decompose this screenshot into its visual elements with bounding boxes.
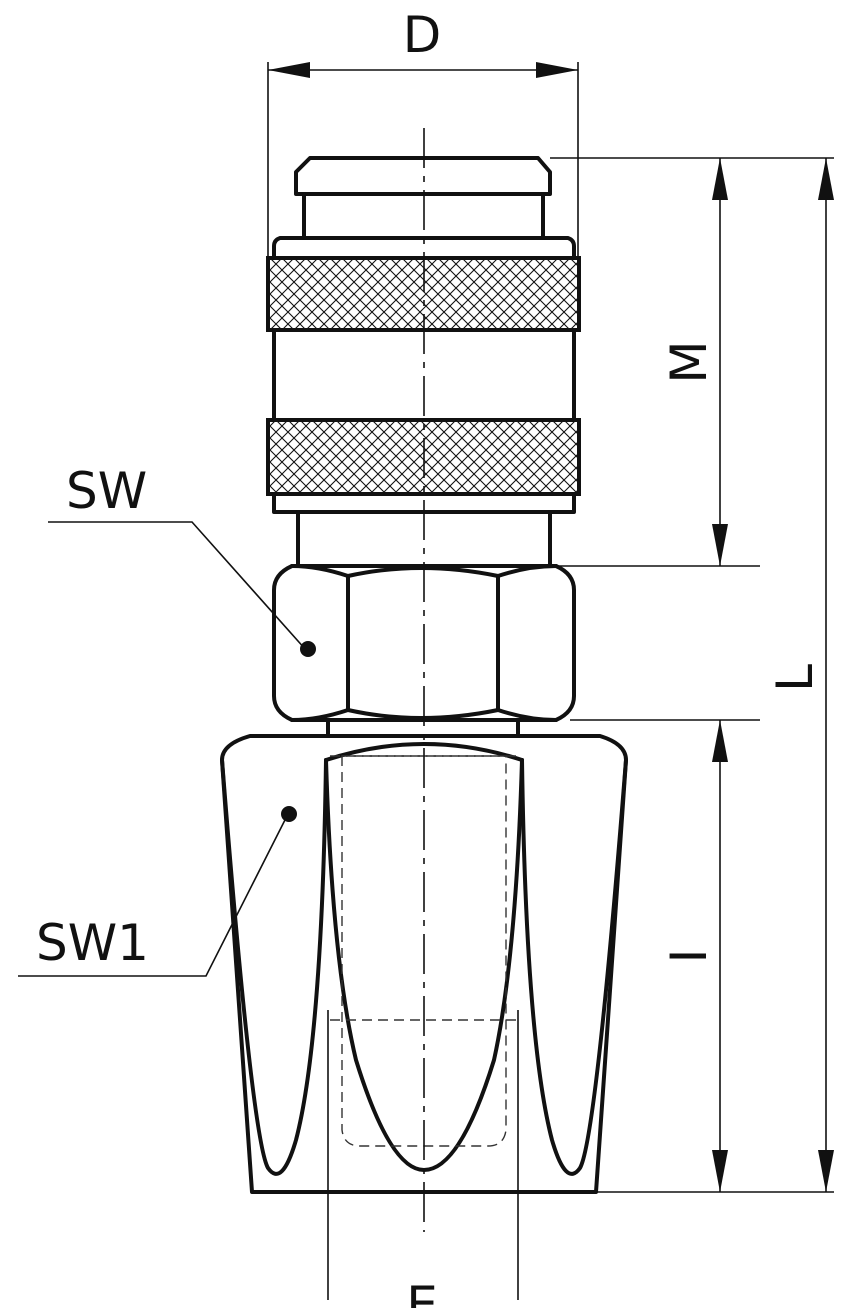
leader-sw1: SW1 (18, 806, 297, 977)
hex-facet-right (520, 758, 628, 1176)
label-e: E (406, 1276, 438, 1308)
dimension-e: E (327, 1010, 519, 1308)
hex-facet-left (220, 758, 328, 1176)
top-neck (302, 192, 545, 240)
label-l-insert: I (660, 949, 718, 964)
dimension-d: D (267, 6, 579, 260)
dimension-i: I (660, 720, 728, 1192)
dimension-l: L (766, 158, 834, 1192)
label-l-total: L (766, 664, 824, 692)
label-sw1: SW1 (36, 914, 149, 972)
hidden-bore (341, 755, 507, 1147)
lower-neck (296, 510, 552, 568)
leader-sw: SW (48, 462, 316, 657)
top-collar (294, 156, 552, 196)
sleeve-body (272, 328, 576, 422)
label-sw: SW (66, 462, 147, 520)
label-m: M (660, 340, 718, 383)
label-d: D (403, 6, 442, 64)
dimension-m: M (660, 158, 728, 566)
